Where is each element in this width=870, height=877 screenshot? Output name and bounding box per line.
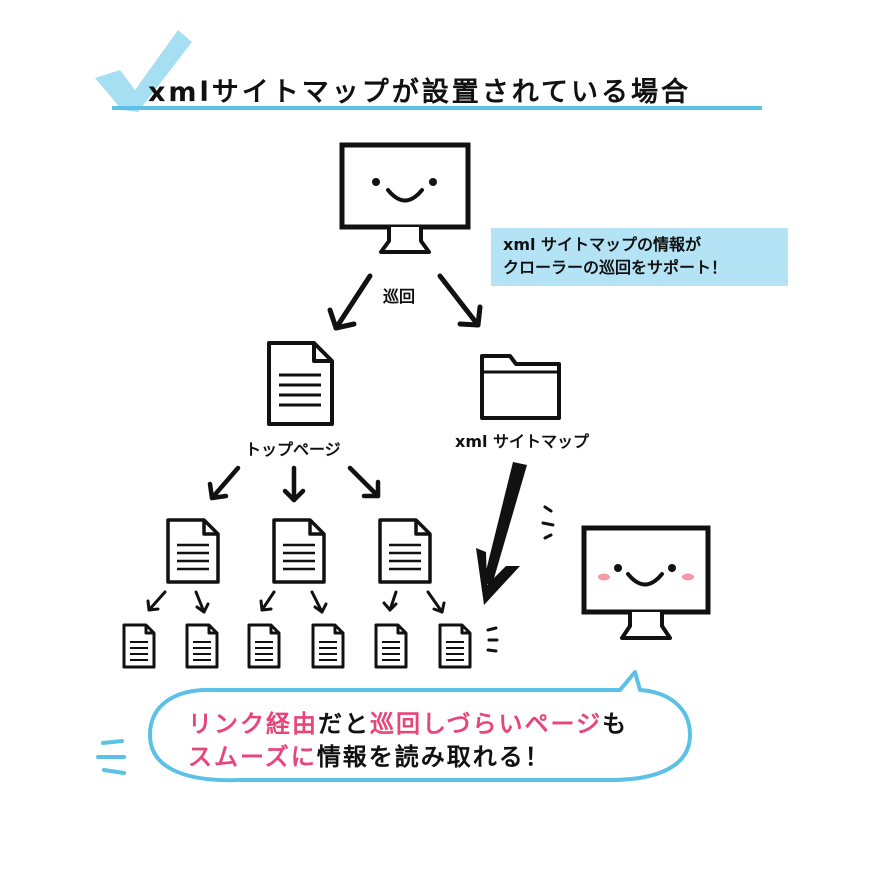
callout-line-1: xml サイトマップの情報が [503,235,702,254]
bubble-text: リンク経由だと巡回しづらいページも スムーズに情報を読み取れる！ [188,708,628,774]
arrow-icon [259,590,276,612]
page-document-icon [311,623,345,669]
page-document-icon [438,623,472,669]
bubble-accent-marks [96,739,126,775]
computer-happy-icon [581,525,711,640]
computer-icon [339,142,471,254]
arrow-icon [426,590,446,614]
page-document-icon [378,518,432,584]
arrow-icon [382,590,398,612]
speech-bubble [148,670,692,783]
arrow-icon [207,465,241,501]
arrow-icon [194,590,210,614]
highlight-text: 巡回しづらいページ [370,710,603,738]
callout-box: xml サイトマップの情報が クローラーの巡回をサポート！ [491,228,788,286]
arrow-icon [310,590,328,614]
page-document-icon [166,518,220,584]
sparkle-marks [486,505,555,653]
page-document-icon [185,623,219,669]
page-title: xmlサイトマップが設置されている場合 [148,77,691,108]
highlight-text: スムーズに [188,743,317,771]
top-page-document-icon [267,341,334,426]
page-document-icon [374,623,408,669]
plain-text: も [602,710,629,738]
page-document-icon [272,518,326,584]
plain-text: 情報を読み取れる！ [316,743,551,771]
arrow-down-right-icon [437,273,483,328]
big-arrow-icon [476,462,527,605]
highlight-text: リンク経由 [188,710,318,738]
arrow-down-left-icon [327,273,373,331]
sitemap-label: xml サイトマップ [455,432,590,451]
folder-icon [480,354,561,420]
page-document-icon [122,623,156,669]
plain-text: だと [318,710,370,738]
crawl-label: 巡回 [383,287,416,306]
page-document-icon [247,623,281,669]
bubble-line-1: リンク経由だと巡回しづらいページも [188,708,628,741]
bubble-line-2: スムーズに情報を読み取れる！ [188,741,628,774]
callout-line-2: クローラーの巡回をサポート！ [503,258,728,277]
top-page-label: トップページ [245,440,341,459]
arrow-icon [282,465,306,503]
check-mark-icon [95,30,192,112]
arrow-icon [146,590,167,612]
arrow-icon [347,465,381,499]
